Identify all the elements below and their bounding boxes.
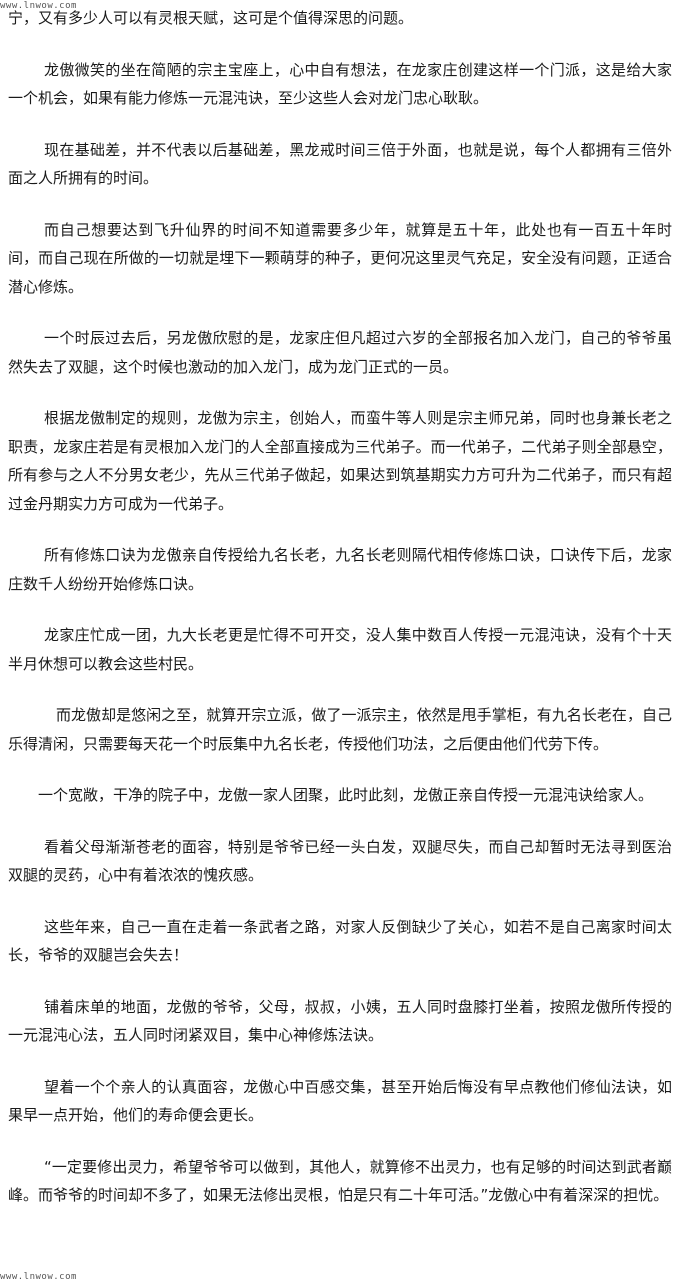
paragraph: “一定要修出灵力，希望爷爷可以做到，其他人，就算修不出灵力，也有足够的时间达到武…	[8, 1157, 672, 1205]
paragraph: 一个时辰过去后，另龙傲欣慰的是，龙家庄但凡超过六岁的全部报名加入龙门，自己的爷爷…	[8, 329, 672, 376]
article-body: 宁，又有多少人可以有灵根天赋，这可是个值得深思的问题。 龙傲微笑的坐在简陋的宗主…	[8, 4, 672, 1210]
watermark-top: www.lnwow.com	[0, 1, 77, 11]
paragraph: 一个宽敞，干净的院子中，龙傲一家人团聚，此时此刻，龙傲正亲自传授一元混沌诀给家人…	[38, 786, 654, 804]
paragraph: 龙家庄忙成一团，九大长老更是忙得不可开交，没人集中数百人传授一元混沌诀，没有个十…	[8, 626, 672, 673]
paragraph: 看着父母渐渐苍老的面容，特别是爷爷已经一头白发，双腿尽失，而自己却暂时无法寻到医…	[8, 837, 672, 885]
paragraph: 现在基础差，并不代表以后基础差，黑龙戒时间三倍于外面，也就是说，每个人都拥有三倍…	[8, 140, 672, 188]
paragraph: 望着一个个亲人的认真面容，龙傲心中百感交集，甚至开始后悔没有早点教他们修仙法诀，…	[8, 1077, 672, 1125]
paragraph: 所有修炼口诀为龙傲亲自传授给九名长老，九名长老则隔代相传修炼口诀，口诀传下后，龙…	[8, 546, 672, 593]
watermark-bottom: www.lnwow.com	[0, 1272, 77, 1282]
paragraph: 而龙傲却是悠闲之至，就算开宗立派，做了一派宗主，依然是甩手掌柜，有九名长老在，自…	[8, 706, 672, 753]
paragraph: 龙傲微笑的坐在简陋的宗主宝座上，心中自有想法，在龙家庄创建这样一个门派，这是给大…	[8, 60, 672, 108]
paragraph: 根据龙傲制定的规则，龙傲为宗主，创始人，而蛮牛等人则是宗主师兄弟，同时也身兼长老…	[8, 409, 672, 513]
paragraph: 这些年来，自己一直在走着一条武者之路，对家人反倒缺少了关心，如若不是自己离家时间…	[8, 917, 672, 965]
paragraph: 铺着床单的地面，龙傲的爷爷，父母，叔叔，小姨，五人同时盘膝打坐着，按照龙傲所传授…	[8, 997, 672, 1045]
paragraph: 而自己想要达到飞升仙界的时间不知道需要多少年，就算是五十年，此处也有一百五十年时…	[8, 220, 672, 296]
paragraph: 宁，又有多少人可以有灵根天赋，这可是个值得深思的问题。	[8, 9, 414, 27]
